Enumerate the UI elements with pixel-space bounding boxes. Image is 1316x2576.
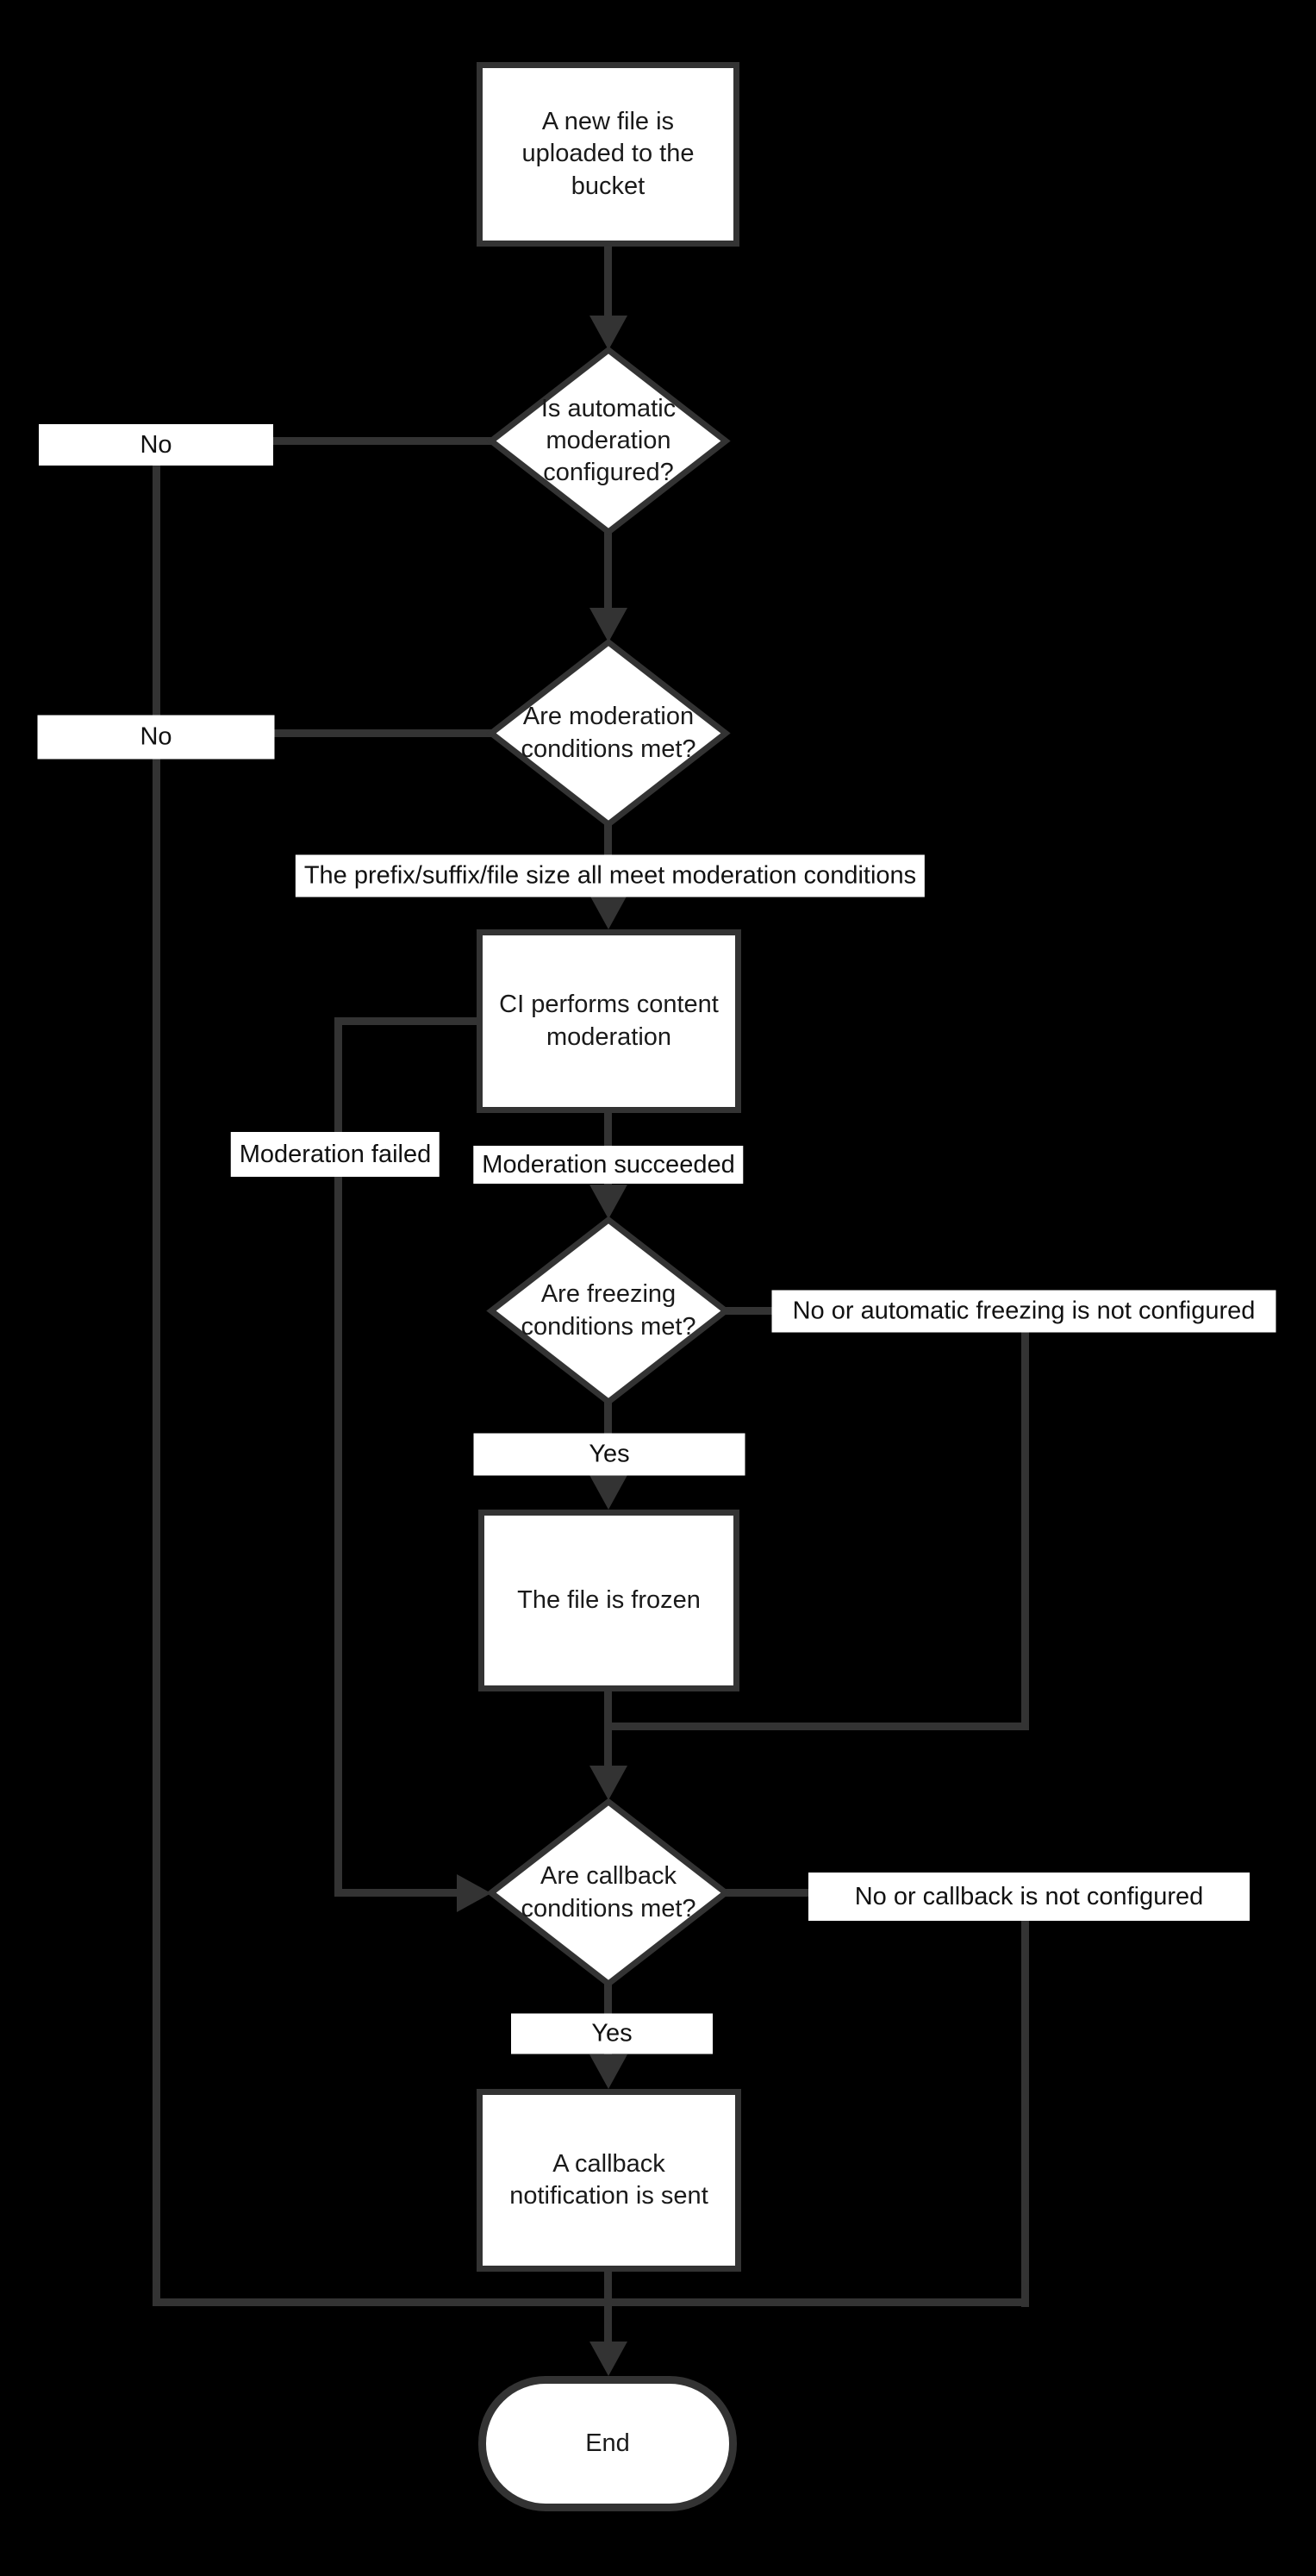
edge-label-callback-yes: Yes bbox=[511, 2013, 713, 2054]
arrow-down-icon bbox=[589, 1766, 627, 1800]
end-node: End bbox=[478, 2376, 737, 2511]
ci-moderation-node: CI performs content moderation bbox=[477, 929, 741, 1113]
arrow-down-icon bbox=[589, 1185, 627, 1219]
start-node: A new file is uploaded to the bucket bbox=[477, 62, 739, 247]
decision-label: Are callback conditions met? bbox=[521, 1862, 696, 1923]
edge-modconditions-no-horizontal bbox=[153, 729, 494, 737]
arrow-down-icon bbox=[589, 316, 627, 350]
diamond-shape bbox=[486, 1798, 731, 1988]
edge-callback-no-rail bbox=[1021, 1889, 1029, 2307]
edge-left-no-rail bbox=[153, 437, 160, 2306]
edge-notification-to-end bbox=[604, 2270, 612, 2345]
edge-bottom-merge bbox=[153, 2298, 1029, 2306]
edge-failed-rail bbox=[334, 1017, 342, 1897]
edge-automod-no-horizontal bbox=[153, 437, 492, 445]
file-frozen-node: The file is frozen bbox=[478, 1510, 739, 1691]
edge-label-freezing-yes: Yes bbox=[473, 1433, 745, 1476]
edge-frozen-to-callback bbox=[604, 1690, 612, 1769]
arrow-down-icon bbox=[589, 1475, 627, 1510]
edge-label-freezing-no: No or automatic freezing is not configur… bbox=[771, 1290, 1276, 1333]
edge-automod-to-modconditions bbox=[604, 530, 612, 610]
decision-freezing-conditions: Are freezing conditions met? bbox=[483, 1211, 734, 1410]
edge-label-moderation-conditions-yes: The prefix/suffix/file size all meet mod… bbox=[295, 854, 926, 897]
arrow-right-icon bbox=[457, 1874, 491, 1912]
decision-auto-moderation: Is automatic moderation configured? bbox=[483, 341, 734, 541]
edge-failed-into-callback bbox=[334, 1889, 460, 1897]
arrow-down-icon bbox=[589, 608, 627, 642]
edge-ci-failed-horizontal bbox=[334, 1017, 477, 1025]
edge-label-moderation-failed: Moderation failed bbox=[230, 1132, 440, 1177]
decision-label: Are freezing conditions met? bbox=[521, 1280, 696, 1341]
arrow-down-icon bbox=[589, 2054, 627, 2089]
edge-label-moderation-succeeded: Moderation succeeded bbox=[473, 1146, 744, 1184]
edge-label-automod-no: No bbox=[39, 424, 273, 466]
decision-callback-conditions: Are callback conditions met? bbox=[483, 1793, 734, 1992]
callback-sent-node: A callback notification is sent bbox=[477, 2089, 741, 2272]
edge-label-callback-no: No or callback is not configured bbox=[808, 1873, 1250, 1921]
decision-moderation-conditions: Are moderation conditions met? bbox=[483, 634, 734, 833]
edge-freezing-no-merge bbox=[604, 1723, 1029, 1730]
diamond-shape bbox=[486, 638, 731, 828]
diamond-shape bbox=[486, 346, 731, 536]
edge-label-modconditions-no: No bbox=[37, 715, 275, 760]
diamond-shape bbox=[486, 1216, 731, 1406]
edge-start-to-automod bbox=[604, 245, 612, 321]
decision-label: Are moderation conditions met? bbox=[521, 703, 696, 763]
arrow-down-icon bbox=[589, 2342, 627, 2376]
decision-label: Is automatic moderation configured? bbox=[540, 394, 677, 487]
edge-freezing-no-rail bbox=[1021, 1307, 1029, 1730]
arrow-down-icon bbox=[589, 895, 627, 929]
